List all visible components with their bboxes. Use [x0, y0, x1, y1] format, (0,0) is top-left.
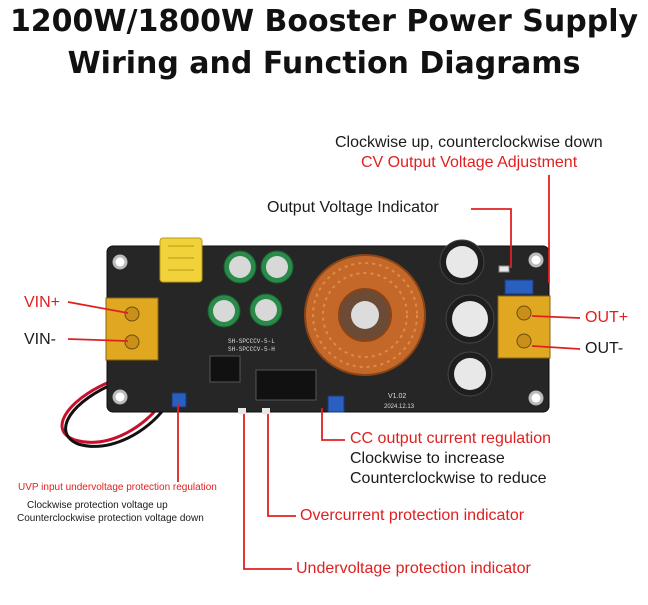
uvp-indicator-label: Undervoltage protection indicator [296, 560, 531, 577]
output-indicator-line [471, 208, 512, 268]
mounting-holes [112, 252, 544, 406]
ic-chip [209, 355, 241, 383]
ocp-led [262, 408, 270, 414]
uvp-led [238, 408, 246, 414]
black-wire [64, 380, 166, 448]
out-minus-line [531, 345, 581, 350]
uvp-regulation-label: UVP input undervoltage protection regula… [18, 482, 217, 493]
ic-chip-2 [255, 369, 317, 401]
output-terminal [497, 295, 551, 359]
board-version: V1.02 [388, 393, 406, 400]
vin-minus-line [67, 338, 129, 342]
cc-reduce-label: Counterclockwise to reduce [350, 470, 547, 487]
cc-line [321, 408, 345, 441]
vin-plus-label: VIN+ [24, 294, 61, 311]
small-capacitors [207, 250, 294, 328]
board-date: 2024.12.13 [384, 404, 415, 410]
ocp-line [267, 414, 296, 517]
toroid-inductor [304, 254, 426, 376]
cc-increase-label: Clockwise to increase [350, 450, 505, 467]
vin-plus-line [67, 301, 129, 314]
silkscreen-2: SH-SPCCCV-5-H [228, 346, 275, 353]
out-minus-label: OUT- [585, 340, 624, 357]
silkscreen-1: SH-SPCCCV-5-L [228, 338, 275, 345]
uvp-ind-line [243, 414, 292, 570]
red-wire [60, 376, 162, 444]
out-plus-line [531, 315, 581, 319]
output-indicator-label: Output Voltage Indicator [267, 199, 439, 216]
uvp-potentiometer [171, 392, 187, 408]
input-terminal [105, 297, 159, 361]
ocp-indicator-label: Overcurrent protection indicator [300, 507, 525, 524]
cv-hint-label: Clockwise up, counterclockwise down [335, 134, 603, 151]
output-led [498, 265, 510, 273]
out-plus-label: OUT+ [585, 309, 629, 326]
uvp-up-label: Clockwise protection voltage up [27, 500, 168, 511]
fuse-block [159, 237, 203, 283]
title-line-2: Wiring and Function Diagrams [67, 46, 581, 81]
uvp-down-label: Counterclockwise protection voltage down [17, 513, 204, 524]
vin-minus-label: VIN- [24, 331, 56, 348]
large-capacitors [439, 239, 495, 397]
cc-potentiometer [327, 395, 345, 413]
cc-regulation-label: CC output current regulation [350, 430, 551, 447]
callout-lines [67, 175, 581, 570]
cv-potentiometer [504, 279, 534, 295]
title-line-1: 1200W/1800W Booster Power Supply [9, 4, 639, 39]
cv-adjust-label: CV Output Voltage Adjustment [361, 154, 578, 171]
